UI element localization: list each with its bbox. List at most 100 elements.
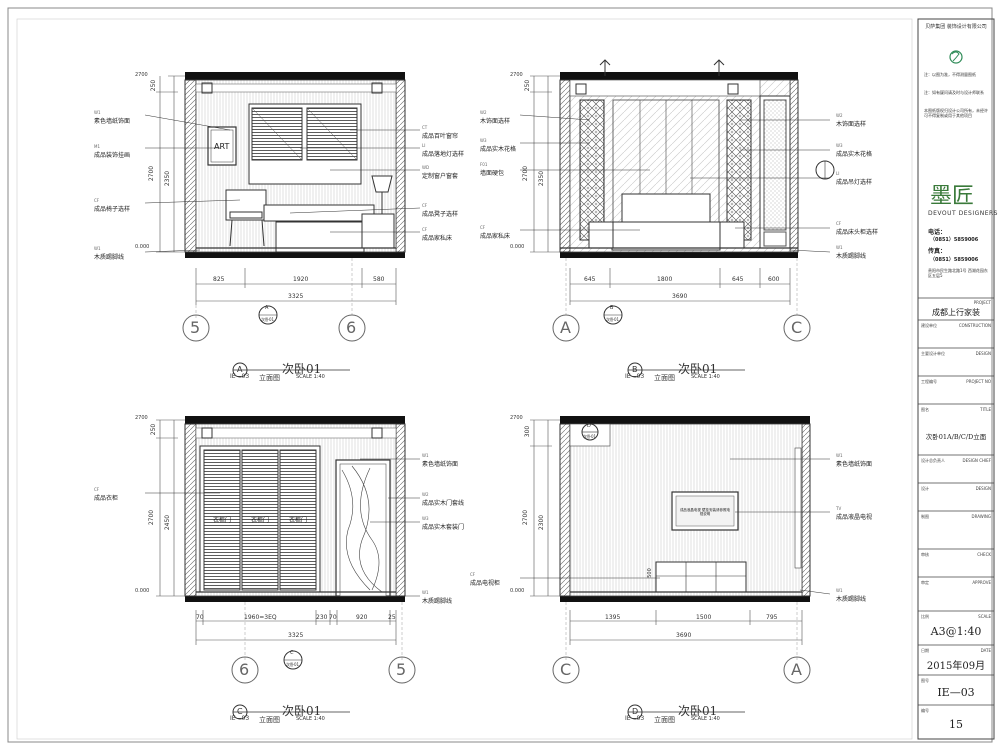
check-label-en: CHECK [977,552,991,557]
level-top: 2700 [510,72,523,78]
dim-left: 2300 [538,514,546,531]
view-sheet-ref: IE—03 [625,715,645,722]
elevation-a [144,72,421,378]
dim-left: 2700 [522,165,530,182]
note-code: W3 [836,143,843,148]
project-no-label: 工程编号 [921,379,937,384]
date-label-en: DATE [980,648,991,653]
dim-total: 3325 [288,293,304,300]
note-right: 成品液晶电视 [836,514,873,521]
view-name: 次卧01 [678,704,718,718]
note-code: W1 [836,588,843,593]
level-bottom: 0.000 [510,244,525,250]
note-code: W2 [480,110,487,115]
dim-left: 2700 [148,165,156,182]
view-scale: SCALE 1:40 [296,716,325,722]
scale-value: A3@1:40 [930,625,982,638]
dim-bottom: 230 [316,614,328,621]
note-right: 成品百叶窗帘 [422,133,459,140]
note-left: 成品家私床 [480,233,511,240]
level-bottom: 0.000 [135,588,150,594]
dim-bottom: 1960=3EQ [244,614,277,621]
note-code: W2 [836,113,843,118]
note-code: LI [836,171,840,176]
view-caption: 立面图 [654,374,675,382]
axis-label: C [791,318,803,337]
note-code: W1 [836,245,843,250]
view-caption: 立面图 [259,374,280,382]
note-code: W1 [94,246,101,251]
designer-label: 设计 [921,486,929,491]
view-name: 次卧01 [678,362,718,376]
level-top: 2700 [135,72,148,78]
level-top: 2700 [510,415,523,421]
axis-label: A [560,318,571,337]
note-right: 木饰面选样 [836,121,867,128]
note-left: 素色墙纸饰面 [94,118,131,125]
title-label-en: TITLE [980,407,991,412]
fax-value: （0851）5859006 [930,257,979,263]
note-code: TV [836,506,842,511]
construction-label: 建设单位 [921,323,937,328]
note-left: 成品电视柜 [470,580,501,587]
dim-bottom: 645 [732,276,744,283]
tv-caption: 成品液晶电视 壁挂安装请参照电视说明 [679,508,731,516]
note-left: 墙面硬包 [480,170,505,177]
construction-label-en: CONSTRUCTION [958,323,991,328]
level-bottom: 0.000 [510,588,525,594]
dim-bottom: 920 [356,614,368,621]
design-unit-label: 主要设计单位 [921,351,945,356]
note-right: 定制窗户窗套 [422,173,459,180]
note-code: F01 [480,162,488,167]
number-label: 图号 [921,678,929,683]
note-right: 木质踢脚线 [836,253,867,260]
dim-left: 250 [150,79,158,92]
note-right: 木质踢脚线 [836,596,867,603]
title-label: 图名 [921,407,929,412]
note-code: M1 [94,144,100,149]
dim-bottom: 1800 [657,276,673,283]
note-code: CF [836,221,842,226]
dim-side: 500 [646,568,653,578]
art-label: ART [214,142,230,151]
dim-left: 250 [524,79,532,92]
note-code: CF [94,198,100,203]
approve-label-en: APPROVE [972,580,991,585]
project-name: 成都上行家装 [932,308,980,317]
section-marker-label: 次卧01 [583,434,597,439]
note-code: WD [422,165,430,170]
note-code: CF [470,572,476,577]
axis-label: 6 [346,318,357,337]
note-code: W1 [94,110,101,115]
number-value: IE—03 [937,686,975,699]
note-right: 成品实木花格 [836,151,873,158]
elevation-b [519,59,835,378]
note-right: 成品家私床 [422,235,453,242]
dim-left: 250 [150,423,158,436]
note-code: W1 [836,453,843,458]
scale-label-en: SCALE [978,614,991,619]
note-code: CF [422,203,428,208]
dim-left: 2450 [164,514,172,531]
note-right: 成品凳子选样 [422,211,459,218]
note-code: W3 [480,138,487,143]
view-scale: SCALE 1:40 [691,716,720,722]
company-logo-mark [951,51,960,62]
brand-name: DEVOUT DESIGNERS [928,210,998,217]
company-name: 贝萨集团 装饰设计有限公司 [925,24,987,30]
check-label: 审核 [921,552,929,557]
dim-bottom: 600 [768,276,780,283]
dim-left: 2700 [148,509,156,526]
notes-2: 注：如有疑问请及时与设计师联系 [924,90,984,95]
note-right: 素色墙纸饰面 [836,461,873,468]
door-label: 衣柜门 [213,517,232,524]
view-sheet-ref: IE—03 [625,373,645,380]
note-right: 成品实木套装门 [422,524,465,531]
section-marker-letter: C [290,650,294,656]
elevation-d [520,416,831,720]
note-right: 成品落地灯选样 [422,151,465,158]
note-left: 成品实木花格 [480,146,517,153]
view-letter: D [632,707,639,716]
elevation-c [145,416,420,720]
